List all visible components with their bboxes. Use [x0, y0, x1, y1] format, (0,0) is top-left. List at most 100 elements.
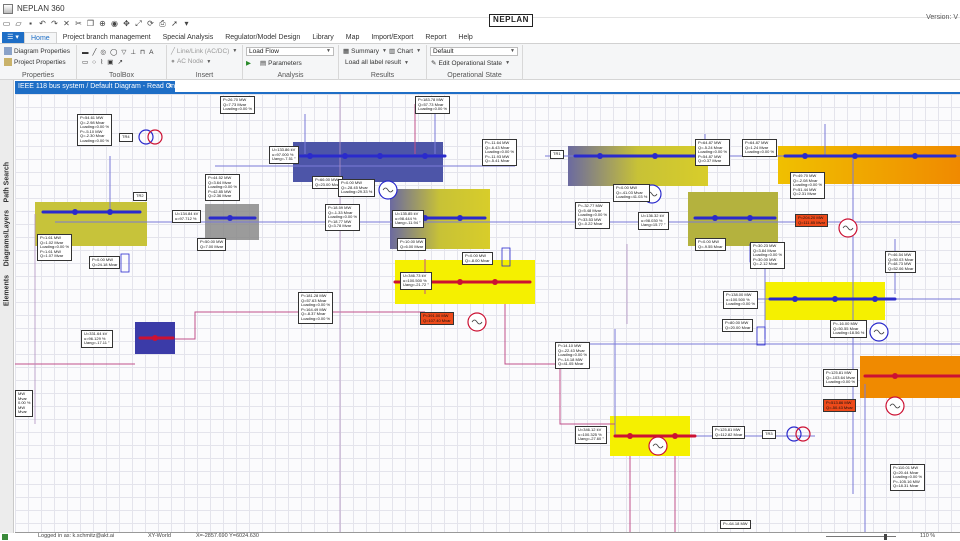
load-all-label-result-button[interactable]: Load all label result ▼ — [345, 59, 409, 66]
bus-node[interactable] — [792, 296, 798, 302]
result-label[interactable]: P=-11.64 MW Q=-6.43 Mvar Loading=0.00 % … — [482, 139, 518, 166]
switch-tool-icon[interactable]: ⊓ — [140, 49, 146, 56]
result-label[interactable]: P=80.00 MW Q=20.00 Mvar — [722, 319, 754, 333]
bus-node[interactable] — [457, 279, 463, 285]
transformer-tag[interactable]: TR2 — [133, 192, 147, 201]
bus-node[interactable] — [712, 215, 718, 221]
transformer-symbol[interactable] — [795, 426, 811, 442]
pan-icon[interactable]: ✥ — [123, 19, 130, 28]
result-label[interactable]: P=54.61 MW Q=-2.98 Mvar Loading=0.00 % P… — [77, 114, 113, 146]
bus-node[interactable] — [802, 153, 808, 159]
target-icon[interactable]: ◉ — [111, 19, 118, 28]
result-label-alert[interactable]: P=204.20 MW Q=111.85 Mvar — [795, 214, 829, 228]
arrow-tool-icon[interactable]: ↗ — [117, 59, 123, 66]
bus-node[interactable] — [672, 433, 678, 439]
load-symbol[interactable] — [501, 247, 511, 267]
result-label[interactable]: P=0.00 MW Q=-28.45 Mvar Loading=29.33 % — [338, 179, 376, 197]
result-label[interactable]: P=0.00 MW Q=-41.03 Mvar Loading=41.03 % — [613, 184, 651, 202]
result-label[interactable]: P=-32.77 MW Q=5.48 Mvar Loading=0.00 % P… — [575, 202, 611, 229]
transformer-tool-icon[interactable]: ◎ — [100, 49, 107, 56]
tab-report[interactable]: Report — [425, 34, 447, 41]
bus-node[interactable] — [627, 433, 633, 439]
tab-import-export[interactable]: Import/Export — [371, 34, 414, 41]
diagram-properties-button[interactable]: Diagram Properties — [4, 47, 70, 55]
zoom-in-icon[interactable]: ⊕ — [99, 19, 106, 28]
result-label[interactable]: P=0.00 MW Q=-8.00 Mvar — [462, 252, 493, 266]
line-tool-icon[interactable]: ╱ — [92, 49, 97, 56]
result-label[interactable]: U=133.86 kV u=97.000 % Uang=-7.51 ° — [269, 146, 299, 164]
result-label[interactable]: U=136.32 kV u=98.030 % Uang=15.77 ° — [638, 212, 669, 230]
polyline-tool-icon[interactable]: ⌇ — [100, 59, 104, 66]
result-label[interactable]: U=134.84 kV u=97.712 % — [172, 210, 202, 224]
transformer-tag[interactable]: TR4 — [119, 133, 133, 142]
tab-path-search[interactable]: Path Search — [3, 162, 11, 203]
result-label[interactable]: P=138.00 MW u=100.500 % Loading=0.00 % — [723, 291, 759, 309]
select-icon[interactable]: ➚ — [171, 19, 178, 28]
project-properties-button[interactable]: Project Properties — [4, 58, 66, 66]
bus-node[interactable] — [72, 209, 78, 215]
bus-tool-icon[interactable]: ▬ — [82, 48, 89, 56]
print-icon[interactable]: ⎙ — [159, 19, 166, 28]
load-symbol[interactable] — [756, 326, 766, 346]
bus-node[interactable] — [107, 209, 113, 215]
chart-button[interactable]: ▥ Chart ▼ — [389, 47, 422, 56]
result-label[interactable]: P=14.10 MW Q=-22.43 Mvar Loading=0.00 % … — [555, 342, 591, 369]
bus-node[interactable] — [597, 153, 603, 159]
refresh-icon[interactable]: ⟳ — [147, 19, 154, 28]
result-label[interactable]: P=181.28 MW Q=57.63 Mvar Loading=0.00 % … — [298, 292, 334, 324]
result-label[interactable]: P=183.78 MW Q=57.73 Mvar Loading=0.00 % — [415, 96, 451, 114]
new-icon[interactable]: ▭ — [2, 19, 11, 28]
result-label[interactable]: P=-64.18 MW — [720, 520, 751, 529]
result-label[interactable]: P=49.70 MW Q=-2.08 Mvar Loading=0.00 % P… — [790, 172, 826, 199]
result-label[interactable]: P=-16.00 MW Q=50.55 Mvar Loading=18.56 % — [830, 320, 868, 338]
result-label[interactable]: P=44.52 MW Q=3.64 Mvar Loading=0.00 % P=… — [205, 174, 241, 201]
bus-node[interactable] — [457, 215, 463, 221]
file-menu-button[interactable]: ☰ ▾ — [2, 32, 24, 43]
result-label[interactable]: P=46.54 MW Q=50.03 Mvar P=48.73 MW Q=52.… — [885, 251, 917, 274]
load-symbol[interactable] — [120, 253, 130, 273]
transformer-symbol[interactable] — [138, 129, 154, 145]
result-label[interactable]: P=18.59 MW Q=-1.33 Mvar Loading=0.00 % P… — [325, 204, 361, 231]
transformer-tag[interactable]: TR3 — [762, 430, 776, 439]
save-icon[interactable]: ▪ — [29, 19, 32, 28]
ac-node-button[interactable]: ● AC Node ▼ — [171, 58, 212, 65]
generator-tool-icon[interactable]: ◯ — [110, 49, 118, 56]
rectangle-tool-icon[interactable]: ▭ — [82, 59, 89, 66]
result-label[interactable]: U=331.64 kV u=96.129 % Uang=-17.11 ° — [81, 330, 113, 348]
load-tool-icon[interactable]: ▽ — [121, 49, 127, 56]
result-label[interactable]: P=30.23 MW Q=3.84 Mvar Loading=0.00 % P=… — [750, 242, 786, 269]
close-icon[interactable]: × — [167, 83, 172, 90]
bus-node[interactable] — [492, 279, 498, 285]
result-label[interactable]: P=125.81 MW Q=112.82 Mvar — [712, 426, 746, 440]
result-label[interactable]: P=64.87 MW Q=1.24 Mvar Loading=0.00 % — [742, 139, 778, 157]
fit-icon[interactable]: ⤢ — [135, 19, 142, 28]
network-diagram[interactable] — [15, 94, 960, 533]
tab-help[interactable]: Help — [458, 34, 473, 41]
bus-node[interactable] — [652, 153, 658, 159]
bus-node[interactable] — [377, 153, 383, 159]
summary-button[interactable]: ▦ Summary ▼ — [343, 47, 387, 56]
bus-node[interactable] — [852, 153, 858, 159]
text-tool-icon[interactable]: A — [149, 48, 154, 56]
operational-state-select[interactable]: Default ▼ — [430, 47, 518, 56]
analysis-type-select[interactable]: Load Flow ▼ — [246, 47, 334, 56]
transformer-symbol[interactable] — [147, 129, 163, 145]
line-link-button[interactable]: ╱ Line/Link (AC/DC) ▼ — [171, 47, 238, 56]
result-label[interactable]: P=26.70 MW Q=7.73 Mvar Loading=0.00 % — [220, 96, 256, 114]
zoom-slider-thumb[interactable] — [884, 534, 887, 540]
result-label[interactable]: U=346.12 kV u=100.325 % Uang=-27.60 ° — [575, 426, 607, 444]
bus-node[interactable] — [747, 215, 753, 221]
tab-home[interactable]: Home — [24, 32, 57, 43]
delete-icon[interactable]: ✕ — [63, 19, 70, 28]
result-label[interactable]: P=66.00 MW Q=23.00 Mvar — [312, 176, 344, 190]
tab-special-analysis[interactable]: Special Analysis — [162, 34, 214, 41]
bus-node[interactable] — [912, 153, 918, 159]
tab-library[interactable]: Library — [312, 34, 334, 41]
tab-project-branch-management[interactable]: Project branch management — [62, 34, 151, 41]
tab-map[interactable]: Map — [345, 34, 360, 41]
result-label[interactable]: P=1.61 MW Q=1.02 Mvar Loading=0.00 % P=1… — [37, 234, 73, 261]
document-tab[interactable]: IEEE 118 bus system / Default Diagram - … — [15, 81, 182, 92]
bus-node[interactable] — [342, 153, 348, 159]
transformer-tag[interactable]: TR1 — [550, 150, 564, 159]
diagram-canvas[interactable]: P=26.70 MW Q=7.73 Mvar Loading=0.00 % P=… — [15, 94, 960, 533]
